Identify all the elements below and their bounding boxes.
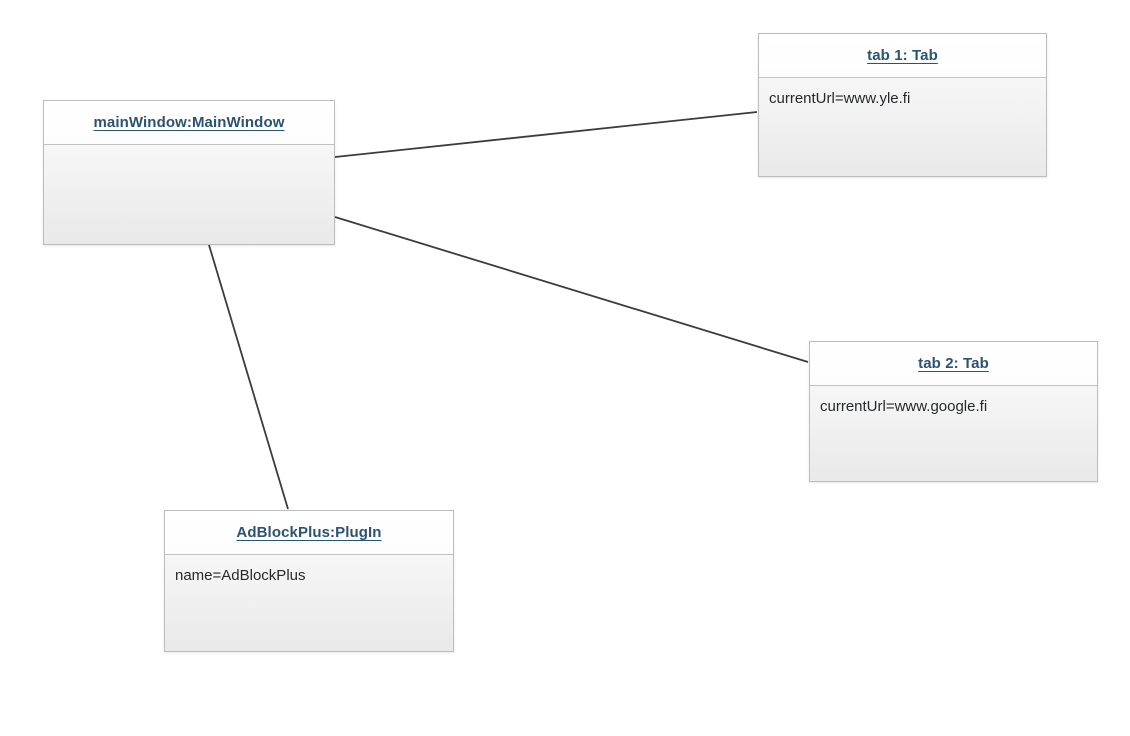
uml-object-title: tab 2: Tab — [918, 355, 989, 372]
uml-object-mainwindow[interactable]: mainWindow:MainWindow — [43, 100, 335, 245]
uml-object-title: tab 1: Tab — [867, 47, 938, 64]
uml-object-title: mainWindow:MainWindow — [93, 114, 285, 131]
uml-attribute: currentUrl=www.yle.fi — [769, 90, 911, 107]
uml-object-tab1[interactable]: tab 1: Tab currentUrl=www.yle.fi — [758, 33, 1047, 177]
uml-object-attributes — [44, 145, 334, 244]
uml-object-header: mainWindow:MainWindow — [44, 101, 334, 145]
uml-object-attributes: currentUrl=www.yle.fi — [759, 78, 1046, 176]
uml-object-header: tab 1: Tab — [759, 34, 1046, 78]
uml-attribute: name=AdBlockPlus — [175, 567, 306, 584]
uml-object-header: AdBlockPlus:PlugIn — [165, 511, 453, 555]
uml-object-attributes: name=AdBlockPlus — [165, 555, 453, 651]
uml-object-header: tab 2: Tab — [810, 342, 1097, 386]
link-mainwindow-tab2 — [334, 216, 809, 363]
uml-attribute: currentUrl=www.google.fi — [820, 398, 988, 415]
uml-object-title: AdBlockPlus:PlugIn — [236, 524, 382, 541]
uml-object-tab2[interactable]: tab 2: Tab currentUrl=www.google.fi — [809, 341, 1098, 482]
uml-object-adblockplus[interactable]: AdBlockPlus:PlugIn name=AdBlockPlus — [164, 510, 454, 652]
link-mainwindow-tab1 — [334, 111, 758, 158]
uml-object-attributes: currentUrl=www.google.fi — [810, 386, 1097, 481]
link-mainwindow-adblockplus — [208, 244, 289, 510]
